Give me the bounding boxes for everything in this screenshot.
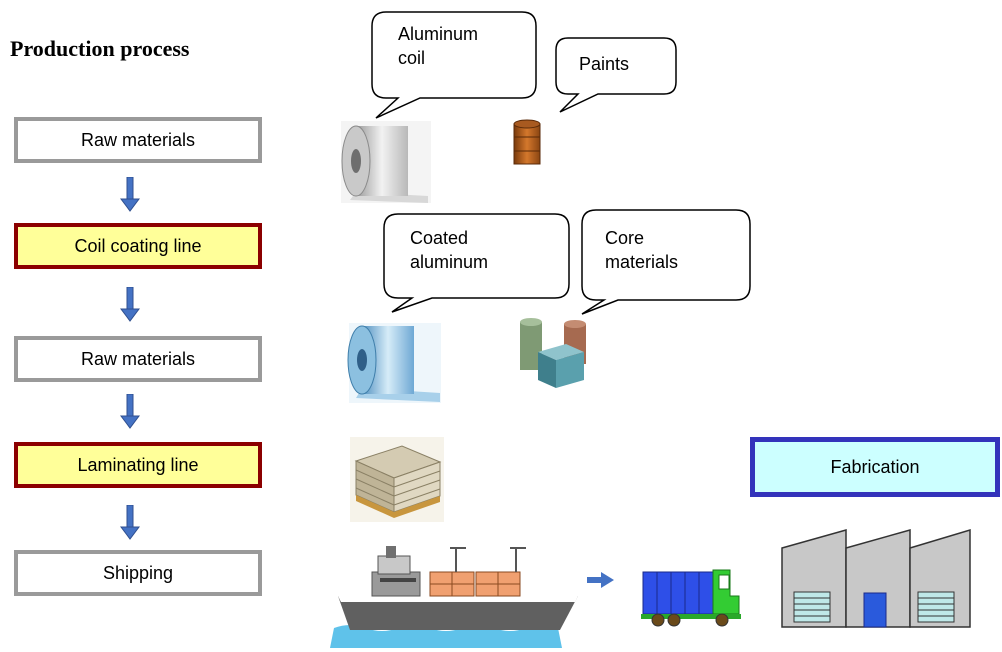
- step-label: Shipping: [102, 562, 174, 583]
- callout-line: materials: [605, 252, 679, 272]
- page-title: Production process: [10, 36, 190, 61]
- truck-icon: [641, 569, 741, 627]
- step-shipping: Shipping: [14, 550, 262, 596]
- step-raw-materials-2: Raw materials: [14, 336, 262, 382]
- callout-coated-aluminum-text: Coated aluminum: [410, 226, 488, 274]
- step-label: Raw materials: [80, 129, 196, 150]
- step-laminating-line: Laminating line: [14, 442, 262, 488]
- step-label: Laminating line: [77, 454, 199, 475]
- down-arrow-icon: [120, 177, 140, 212]
- callout-core-materials: [581, 209, 751, 315]
- aluminum-coil-icon: [341, 121, 431, 203]
- callout-line: Paints: [579, 54, 630, 74]
- paint-barrel-icon: [513, 119, 541, 165]
- callout-line: Core: [605, 228, 645, 248]
- step-coil-coating-line: Coil coating line: [14, 223, 262, 269]
- down-arrow-icon: [120, 287, 140, 322]
- down-arrow-icon: [120, 394, 140, 429]
- fabrication-label: Fabrication: [830, 456, 920, 477]
- callout-line: coil: [398, 48, 426, 68]
- cargo-ship-icon: [330, 546, 578, 648]
- down-arrow-icon: [120, 505, 140, 540]
- step-raw-materials-1: Raw materials: [14, 117, 262, 163]
- step-label: Coil coating line: [74, 235, 202, 256]
- callout-core-materials-text: Core materials: [605, 226, 678, 274]
- laminated-panels-icon: [350, 437, 444, 522]
- callout-paints: [555, 37, 677, 113]
- callout-aluminum-coil: [371, 11, 537, 119]
- core-materials-icon: [520, 318, 586, 388]
- callout-coated-aluminum: [383, 213, 570, 313]
- callout-line: aluminum: [410, 252, 489, 272]
- callout-aluminum-coil-text: Aluminum coil: [398, 22, 478, 70]
- coated-coil-icon: [347, 323, 441, 403]
- callout-line: Coated: [410, 228, 469, 248]
- fabrication-box: Fabrication: [750, 437, 1000, 497]
- factory-icon: [781, 528, 971, 628]
- callout-line: Aluminum: [398, 24, 479, 44]
- right-arrow-icon: [587, 572, 614, 588]
- callout-paints-text: Paints: [579, 52, 629, 76]
- step-label: Raw materials: [80, 348, 196, 369]
